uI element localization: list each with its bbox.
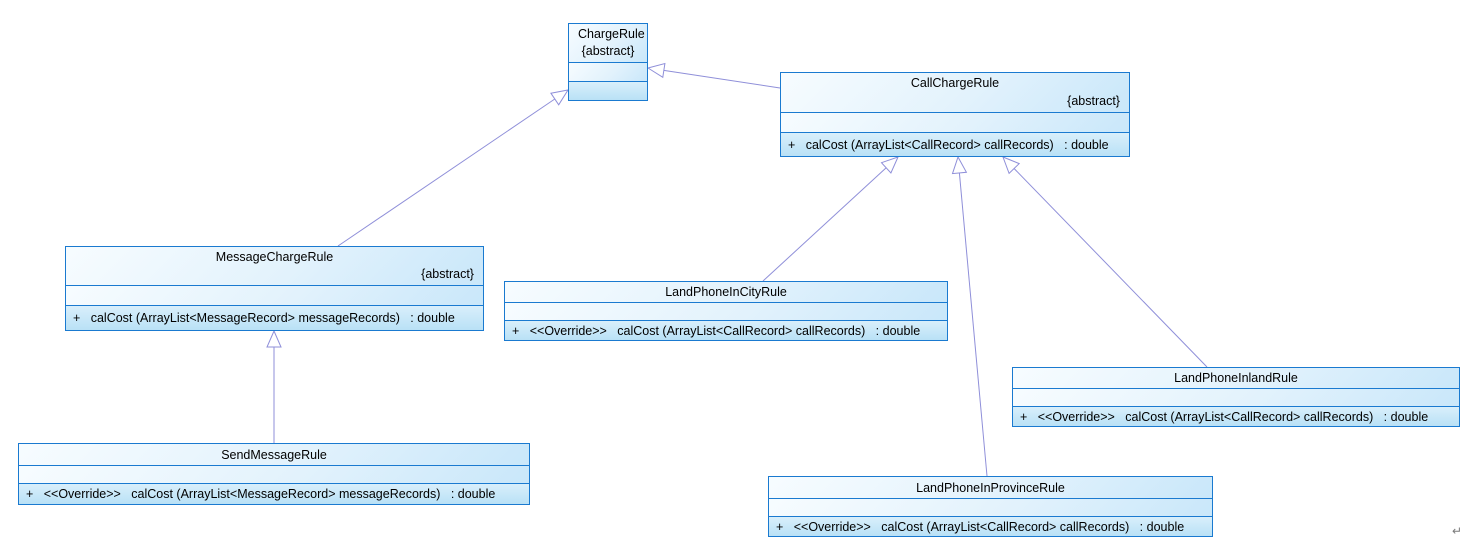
class-title-compartment: MessageChargeRule {abstract} (66, 247, 483, 285)
class-title-compartment: CallChargeRule {abstract} (781, 73, 1129, 112)
class-landphoneinprovincerule[interactable]: LandPhoneInProvinceRule + <<Override>> c… (768, 476, 1213, 537)
methods-compartment: + <<Override>> calCost (ArrayList<Messag… (19, 483, 529, 504)
method-label: + <<Override>> calCost (ArrayList<Messag… (26, 487, 496, 501)
attributes-compartment (569, 62, 647, 81)
class-stereotype: {abstract} (1067, 94, 1120, 108)
class-landphoneincityrule[interactable]: LandPhoneInCityRule + <<Override>> calCo… (504, 281, 948, 341)
methods-compartment: + <<Override>> calCost (ArrayList<CallRe… (505, 320, 947, 340)
generalization-callchargerule-to-chargerule[interactable] (646, 62, 781, 89)
attributes-compartment (1013, 388, 1459, 406)
class-name: MessageChargeRule (215, 250, 334, 264)
attributes-compartment (505, 302, 947, 320)
class-sendmessagerule[interactable]: SendMessageRule + <<Override>> calCost (… (18, 443, 530, 505)
paragraph-return-mark: ↵ (1452, 524, 1463, 538)
generalization-landphoneincityrule-to-callchargerule[interactable] (762, 156, 899, 282)
class-landphoneinlandrule[interactable]: LandPhoneInlandRule + <<Override>> calCo… (1012, 367, 1460, 427)
class-title-compartment: LandPhoneInProvinceRule (769, 477, 1212, 498)
class-title-compartment: SendMessageRule (19, 444, 529, 465)
class-stereotype: {abstract} (581, 44, 635, 58)
methods-compartment (569, 81, 647, 100)
generalization-messagechargerule-to-chargerule[interactable] (337, 89, 570, 247)
class-callchargerule[interactable]: CallChargeRule {abstract} + calCost (Arr… (780, 72, 1130, 157)
methods-compartment: + calCost (ArrayList<CallRecord> callRec… (781, 132, 1129, 156)
methods-compartment: + <<Override>> calCost (ArrayList<CallRe… (1013, 406, 1459, 426)
class-title-compartment: LandPhoneInlandRule (1013, 368, 1459, 388)
attributes-compartment (781, 112, 1129, 132)
generalization-landphoneinlandrule-to-callchargerule[interactable] (1002, 156, 1208, 368)
method-label: + calCost (ArrayList<CallRecord> callRec… (788, 137, 1109, 152)
class-name: ChargeRule (578, 27, 645, 41)
class-name: LandPhoneInProvinceRule (916, 480, 1065, 495)
class-title-compartment: ChargeRule {abstract} (569, 24, 647, 62)
method-label: + <<Override>> calCost (ArrayList<CallRe… (512, 323, 921, 338)
class-chargerule[interactable]: ChargeRule {abstract} (568, 23, 648, 101)
attributes-compartment (66, 285, 483, 305)
method-label: + <<Override>> calCost (ArrayList<CallRe… (776, 519, 1185, 534)
class-stereotype: {abstract} (421, 267, 474, 281)
class-name: SendMessageRule (221, 447, 327, 462)
methods-compartment: + <<Override>> calCost (ArrayList<CallRe… (769, 516, 1212, 536)
method-label: + calCost (ArrayList<MessageRecord> mess… (73, 311, 455, 325)
attributes-compartment (19, 465, 529, 483)
generalization-landphoneinprovincerule-to-callchargerule[interactable] (951, 155, 988, 477)
methods-compartment: + calCost (ArrayList<MessageRecord> mess… (66, 305, 483, 330)
class-messagechargerule[interactable]: MessageChargeRule {abstract} + calCost (… (65, 246, 484, 331)
class-name: CallChargeRule (910, 76, 1000, 90)
class-name: LandPhoneInCityRule (665, 285, 787, 299)
generalization-sendmessagerule-to-messagechargerule[interactable] (266, 329, 282, 443)
attributes-compartment (769, 498, 1212, 516)
method-label: + <<Override>> calCost (ArrayList<CallRe… (1020, 409, 1429, 424)
class-title-compartment: LandPhoneInCityRule (505, 282, 947, 302)
class-name: LandPhoneInlandRule (1174, 371, 1298, 385)
